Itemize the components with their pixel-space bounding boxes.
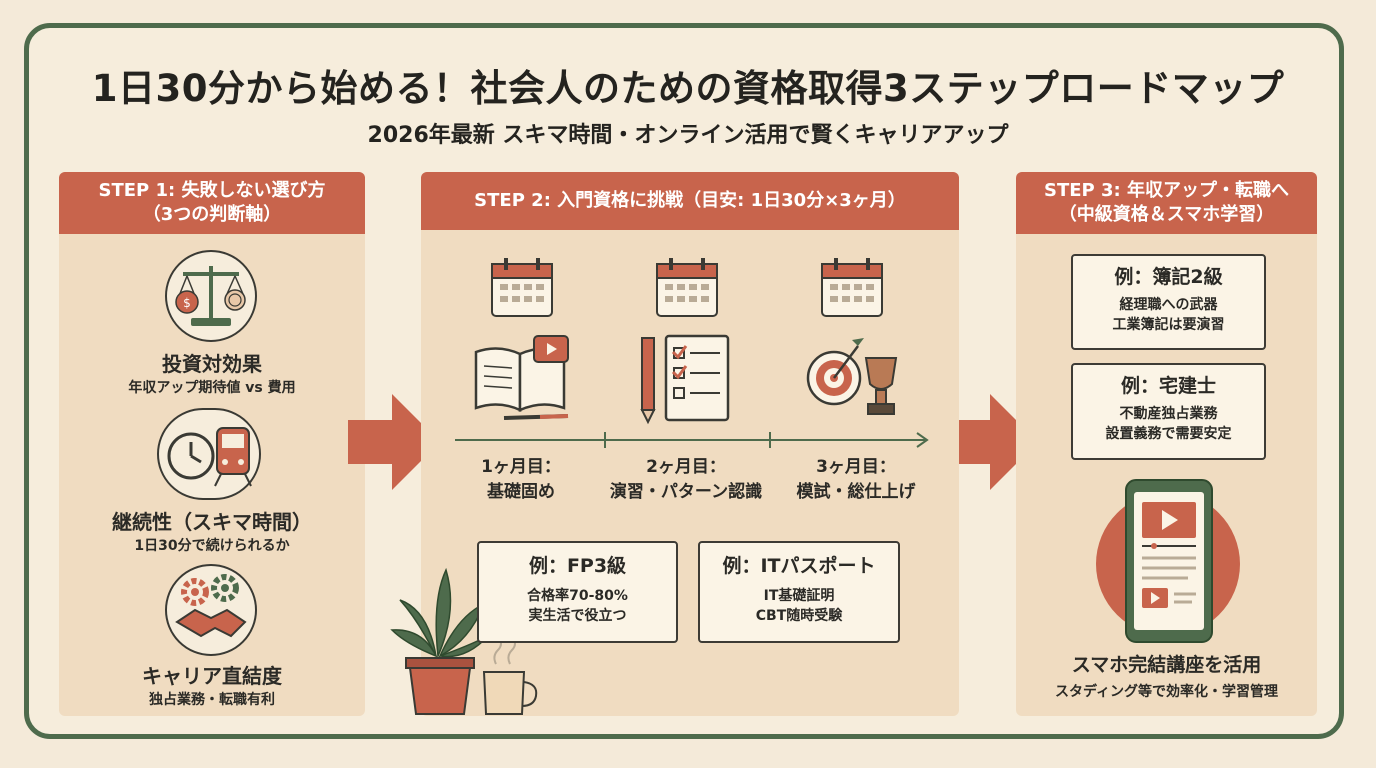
example-boki2-line1: 経理職への武器 — [1119, 297, 1218, 313]
example-itpassport-title: 例：ITパスポート — [722, 555, 876, 577]
phase3-sub: 模試・総仕上げ — [796, 482, 916, 502]
phase1: 1ヶ月目： 基礎固め — [446, 455, 596, 505]
calendar-icon — [821, 258, 883, 317]
mobile-learning-label: スマホ完結講座を活用 — [1071, 654, 1262, 676]
example-boki2-line2: 工業簿記は要演習 — [1112, 317, 1225, 333]
book-video-icon — [474, 335, 569, 420]
step1-item2-sub: 1日30分で続けられるか — [134, 538, 290, 554]
phase2: 2ヶ月目： 演習・パターン認識 — [596, 455, 776, 505]
phase2-sub: 演習・パターン認識 — [609, 482, 763, 502]
step1-item2-label: 継続性（スキマ時間） — [112, 510, 312, 534]
example-itpassport-card: 例：ITパスポート IT基礎証明 CBT随時受験 — [698, 541, 900, 643]
step1-item1-sub: 年収アップ期待値 vs 費用 — [128, 380, 296, 396]
potted-plant-icon — [390, 567, 538, 715]
example-boki2-title: 例：簿記2級 — [1114, 266, 1223, 288]
clock-train-icon — [157, 408, 261, 500]
step1-header-line1: STEP 1: 失敗しない選び方 — [98, 180, 326, 201]
gears-handshake-icon — [165, 564, 257, 656]
scale-icon: $ — [165, 250, 257, 342]
phase3: 3ヶ月目： 模試・総仕上げ — [776, 455, 936, 505]
step1-item3-label: キャリア直結度 — [142, 664, 282, 688]
calendar-icon — [656, 258, 718, 317]
example-takken-line2: 設置義務で需要安定 — [1105, 426, 1232, 442]
phase2-label: 2ヶ月目： — [646, 457, 726, 477]
arrow-right-icon — [348, 394, 440, 490]
example-fp3-line2: 実生活で役立つ — [528, 608, 627, 624]
example-fp3-card: 例：FP3級 合格率70-80% 実生活で役立つ — [477, 541, 678, 643]
page-subtitle: 2026年最新 スキマ時間・オンライン活用で賢くキャリアアップ — [367, 123, 1009, 148]
phase1-sub: 基礎固め — [487, 482, 555, 502]
svg-text:$: $ — [183, 296, 191, 310]
phase1-label: 1ヶ月目： — [481, 457, 561, 477]
mobile-learning-sub: スタディング等で効率化・学習管理 — [1054, 684, 1279, 700]
example-itpassport-line2: CBT随時受験 — [755, 608, 843, 624]
step1-item3: キャリア直結度 独占業務・転職有利 — [59, 660, 365, 709]
step1-item3-sub: 独占業務・転職有利 — [149, 692, 275, 708]
page-title: 1日30分から始める！社会人のための資格取得3ステップロードマップ — [91, 67, 1285, 110]
calendar-icon — [491, 258, 553, 317]
step1-header: STEP 1: 失敗しない選び方 （3つの判断軸） — [59, 172, 365, 234]
example-itpassport-line1: IT基礎証明 — [763, 588, 835, 604]
example-fp3-title: 例：FP3級 — [528, 555, 627, 577]
arrow-right-icon — [946, 394, 1038, 490]
example-boki2-card: 例：簿記2級 経理職への武器 工業簿記は要演習 — [1071, 254, 1266, 350]
step1-item2: 継続性（スキマ時間） 1日30分で続けられるか — [59, 506, 365, 555]
example-fp3-line1: 合格率70-80% — [527, 588, 628, 604]
step3-header-line1: STEP 3: 年収アップ・転職へ — [1044, 180, 1289, 201]
smartphone-icon — [1096, 479, 1240, 643]
target-trophy-icon — [806, 338, 898, 415]
step1-item1: 投資対効果 年収アップ期待値 vs 費用 — [59, 348, 365, 397]
step3-header-line2: （中級資格＆スマホ学習） — [1058, 204, 1275, 225]
example-takken-line1: 不動産独占業務 — [1119, 406, 1218, 422]
checklist-pencil-icon — [640, 334, 730, 425]
phase3-label: 3ヶ月目： — [816, 457, 896, 477]
mobile-learning: スマホ完結講座を活用 スタディング等で効率化・学習管理 — [1016, 650, 1317, 701]
step2-header: STEP 2: 入門資格に挑戦（目安: 1日30分×3ヶ月） — [421, 172, 959, 230]
example-takken-title: 例：宅建士 — [1120, 375, 1216, 397]
example-takken-card: 例：宅建士 不動産独占業務 設置義務で需要安定 — [1071, 363, 1266, 460]
step1-header-line2: （3つの判断軸） — [142, 204, 282, 225]
step3-header: STEP 3: 年収アップ・転職へ （中級資格＆スマホ学習） — [1016, 172, 1317, 234]
timeline-arrow — [455, 432, 929, 448]
step1-item1-label: 投資対効果 — [162, 352, 262, 376]
